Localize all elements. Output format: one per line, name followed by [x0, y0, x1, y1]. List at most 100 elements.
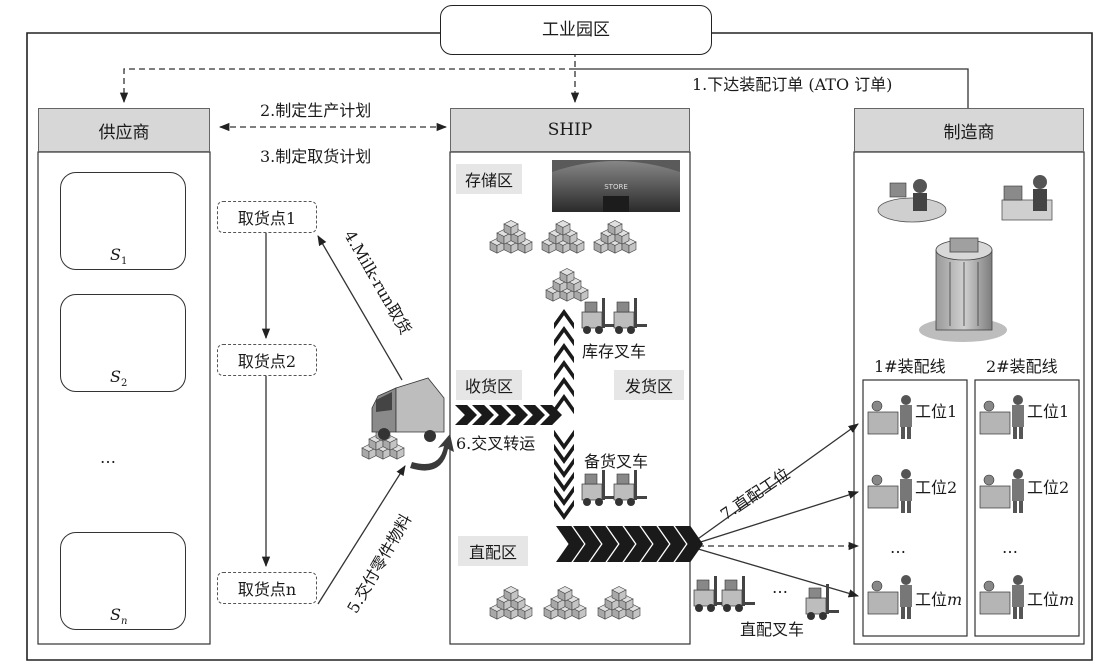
- park-frame: [26, 32, 1093, 661]
- box-right: [566, 271, 575, 284]
- box-right: [524, 241, 533, 254]
- box-right: [580, 289, 589, 302]
- box-right: [564, 589, 573, 602]
- station-machine: [867, 591, 899, 615]
- box-right: [389, 438, 398, 451]
- receiving-zone-label: 收货区: [456, 370, 522, 400]
- step1-connector: [119, 51, 969, 108]
- box-right: [510, 589, 519, 602]
- manufacturer-header: 制造商: [854, 108, 1084, 152]
- supplier-box-n: [60, 532, 186, 630]
- forklift-wheel: [615, 326, 623, 334]
- station-worker-leg: [901, 501, 905, 513]
- forklift-fork: [829, 610, 839, 613]
- box-right: [628, 241, 637, 254]
- forklift-wheel: [807, 612, 815, 620]
- station-worker-leg: [901, 607, 905, 619]
- chevron-arrow: [472, 405, 494, 425]
- chevron-arrow: [489, 405, 511, 425]
- forklift-cab: [696, 579, 710, 591]
- station-worker-body: [900, 405, 912, 427]
- box-right: [625, 598, 634, 611]
- forklift-ellipsis: …: [772, 578, 788, 597]
- forklift-wheel: [707, 604, 715, 612]
- station-machine: [867, 485, 899, 509]
- chevron-arrow: [554, 485, 574, 506]
- station-worker-head: [901, 575, 911, 585]
- forklift-mast: [826, 584, 829, 614]
- forklift-wheel: [735, 604, 743, 612]
- station-gear: [983, 400, 995, 412]
- chevron-arrow: [554, 457, 574, 478]
- box-stack-icons: [361, 220, 641, 620]
- box-right: [571, 598, 580, 611]
- station-worker-leg: [1013, 427, 1017, 439]
- supplier-box-1: [60, 172, 186, 270]
- forklift-cab: [724, 579, 738, 591]
- supplier-label-n: Sn: [110, 605, 128, 628]
- chevron-arrow: [554, 377, 574, 398]
- ship-header: SHIP: [450, 108, 690, 152]
- supplier-label-1: S1: [110, 245, 128, 268]
- forklift-wheel: [819, 612, 827, 620]
- forklift-body: [581, 483, 603, 501]
- forklift-mast: [714, 576, 717, 606]
- step4-arrow: [317, 235, 403, 381]
- box-right: [524, 607, 533, 620]
- forklift-body: [721, 589, 743, 607]
- chevron-arrow: [523, 405, 545, 425]
- box-right: [573, 280, 582, 293]
- inventory-forklift-label: 库存叉车: [582, 342, 647, 361]
- forklift-cab: [616, 473, 630, 485]
- box-right: [576, 241, 585, 254]
- station-worker-leg: [1019, 427, 1023, 439]
- direct-forklift-label: 直配叉车: [740, 620, 805, 639]
- line2-station-1: 工位1: [1027, 402, 1070, 421]
- station-worker-head: [901, 395, 911, 405]
- station-worker-leg: [901, 427, 905, 439]
- chevron-arrow: [554, 309, 574, 330]
- station-gear: [871, 474, 883, 486]
- forklift-mast: [634, 298, 637, 328]
- chevron-arrow: [641, 526, 669, 562]
- forklift-cab: [616, 301, 630, 313]
- station-gear: [983, 580, 995, 592]
- station-worker-leg: [1019, 501, 1023, 513]
- station-worker-head: [901, 469, 911, 479]
- box-right: [578, 607, 587, 620]
- forklift-wheel: [595, 498, 603, 506]
- station-worker-body: [1012, 405, 1024, 427]
- station-worker-leg: [1013, 607, 1017, 619]
- forklift-wheel: [627, 498, 635, 506]
- forklift-body: [613, 311, 635, 329]
- station-worker-leg: [907, 501, 911, 513]
- pickup-point-1: 取货点1: [217, 201, 317, 233]
- chevron-arrow: [554, 429, 574, 450]
- forklift-body: [693, 589, 715, 607]
- forklift-wheel: [615, 498, 623, 506]
- station-worker-body: [900, 479, 912, 501]
- forklift-body: [613, 483, 635, 501]
- forklift-icons: [581, 298, 839, 620]
- step6-label: 6.交叉转运: [456, 434, 536, 453]
- chevron-arrow: [554, 343, 574, 364]
- line1-station-1: 工位1: [915, 402, 958, 421]
- supplier-header: 供应商: [38, 108, 210, 152]
- chevron-arrow: [554, 471, 574, 492]
- station-worker-body: [900, 585, 912, 607]
- chevron-arrow: [554, 499, 574, 520]
- chevron-arrow: [624, 526, 652, 562]
- pickup-point-2: 取货点2: [217, 344, 317, 376]
- chevron-arrow: [675, 526, 703, 562]
- chevron-flow: [455, 309, 703, 562]
- line1-ellipsis: …: [890, 538, 906, 557]
- station-worker-body: [1012, 585, 1024, 607]
- forklift-cab: [584, 301, 598, 313]
- line1-station-2: 工位2: [915, 478, 958, 497]
- station-gear: [871, 580, 883, 592]
- forklift-wheel: [583, 326, 591, 334]
- step3-label: 3.制定取货计划: [260, 147, 372, 166]
- station-machine: [867, 411, 899, 435]
- assembly-line-2-title: 2#装配线: [986, 357, 1058, 376]
- station-worker-head: [1013, 395, 1023, 405]
